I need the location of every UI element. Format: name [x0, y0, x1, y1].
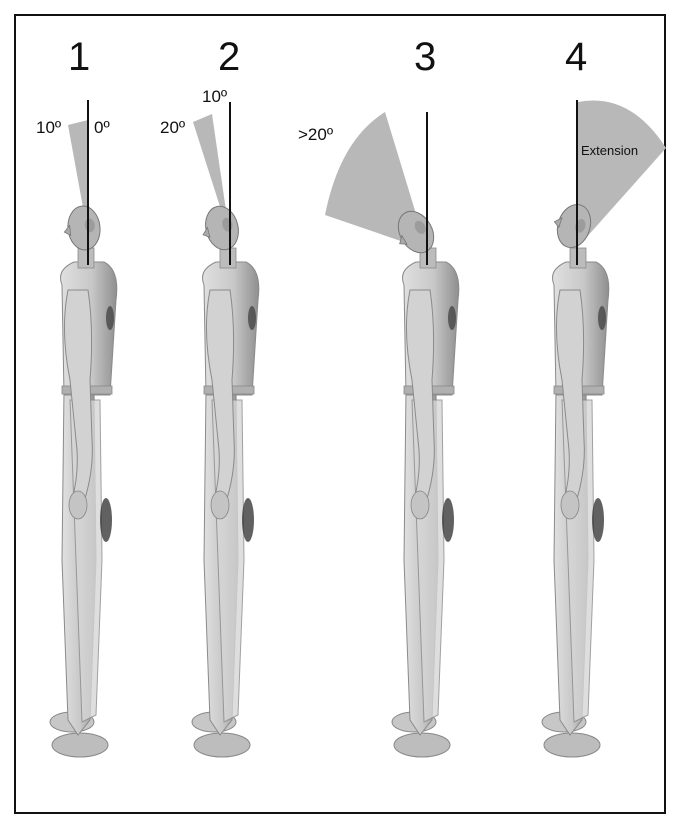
- panel-4: 4 Extension: [542, 35, 666, 757]
- panel-number-1: 1: [68, 35, 90, 79]
- angle-label: 10º: [202, 87, 227, 106]
- panel-number-3: 3: [414, 35, 436, 79]
- extension-label: Extension: [581, 143, 638, 158]
- panel-1: 1 10º 0º: [36, 35, 117, 757]
- angle-label: 0º: [94, 118, 110, 137]
- angle-label: >20º: [298, 125, 333, 144]
- angle-label: 10º: [36, 118, 61, 137]
- panel-number-2: 2: [218, 35, 240, 79]
- angle-label: 20º: [160, 118, 185, 137]
- panel-2: 2 20º 10º: [160, 35, 259, 757]
- panel-number-4: 4: [565, 35, 587, 79]
- panel-3: 3 >20º: [298, 35, 459, 757]
